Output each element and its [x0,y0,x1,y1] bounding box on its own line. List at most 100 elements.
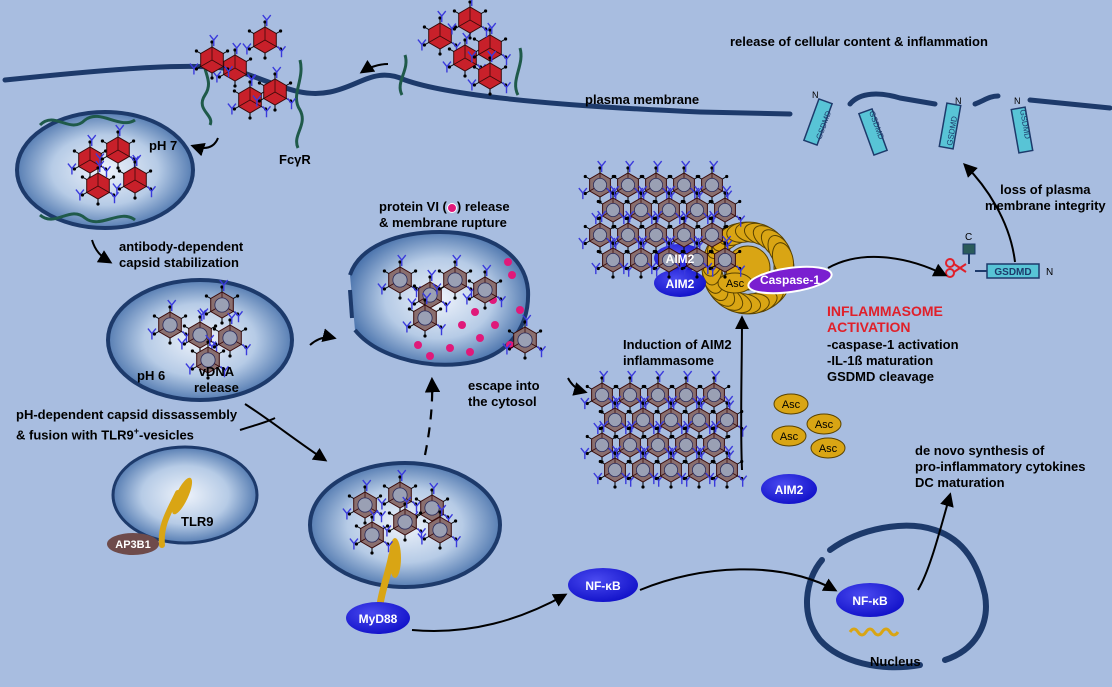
adenovirus-capsid [634,160,677,204]
adenovirus-capsid [349,509,394,555]
loss-line2: membrane integrity [985,198,1106,213]
label-inflammasome-activation: INFLAMMASOME ACTIVATION [827,303,943,335]
adenovirus-capsid [252,66,297,112]
adenovirus-capsid [690,210,733,254]
gsdmd-cleaved [962,243,1040,279]
inhibition-bar [239,417,276,431]
gsdmd-pore [1010,106,1034,154]
adenovirus-capsid [677,445,720,489]
fcgr-receptor [38,114,136,127]
adenovirus-capsid [649,395,692,439]
gsdmd-pore [938,102,962,150]
adenovirus-capsid [502,314,547,360]
ap3b1-protein [107,533,159,555]
adenovirus-capsid [705,395,748,439]
label-ph7: pH 7 [149,138,178,153]
label-denovo: de novo synthesis of pro-inflammatory cy… [915,443,1086,491]
adenovirus-capsid [580,420,623,464]
plasma-membrane-seg4 [1027,97,1112,111]
nfkb-cytosolic [568,568,638,602]
antibody-stab-line2: capsid stabilization [119,255,239,270]
aim2-protein [654,269,706,297]
adenovirus-capsid [677,395,720,439]
virus-cluster-ruptured [377,254,507,338]
adenovirus-capsid [447,0,492,40]
fcgr-receptor [514,47,523,96]
arrow-capsid-stabilization [91,239,113,264]
protein-vi-dot-icon [446,202,457,213]
adenovirus-capsid [593,445,636,489]
arrow-denovo [917,492,954,591]
arrow-internalization [190,137,219,157]
c-terminus-label: C [965,232,972,243]
tlr9-head [171,477,193,515]
arrow-fusion [244,403,328,462]
aim2-protein [761,474,817,504]
adenovirus-capsid [407,269,452,315]
myd88-label: MyD88 [359,612,398,626]
adenovirus-capsid [467,22,512,68]
virus-cluster-ph6 [147,279,252,380]
adenovirus-capsid [377,254,422,300]
n-terminus-label: N [812,90,819,100]
virus-cluster-ph7 [67,124,157,206]
adenovirus-capsid [690,160,733,204]
adenovirus-capsid [147,299,192,345]
adenovirus-capsid [578,160,621,204]
fcgr-receptor [398,54,408,96]
ph-disassembly-line2-end: -vesicles [138,427,194,443]
scissors-icon [945,258,967,278]
adenovirus-capsid [662,210,705,254]
antibody-stab-line1: antibody-dependent [119,239,244,254]
aim2-label: AIM2 [666,252,695,266]
asc-label: Asc [782,399,801,411]
ruptured-vesicle-edge [348,289,354,319]
adenovirus-capsid [619,235,662,279]
escape-line2: the cytosol [468,394,537,409]
label-escape: escape into the cytosol [468,378,540,410]
protein-vi-line1-b: ) release [456,199,510,214]
adenovirus-capsid [703,185,746,229]
adenovirus-capsid [409,482,454,528]
adenovirus-capsid [442,32,487,78]
n-terminus-label: N [1046,267,1053,278]
asc-label: Asc [819,443,838,455]
ph-disassembly-line2: & fusion with TLR9 [16,427,134,443]
adenovirus-capsid [580,370,623,414]
label-fcgr: FcγR [279,152,311,167]
ph-disassembly-sup: + [133,426,139,436]
nfkb-label: NF-κB [852,594,888,608]
label-ph-disassembly: pH-dependent capsid dissassembly & fusio… [16,407,237,443]
label-ph6: pH 6 [137,368,166,383]
gsdmd-pore [802,97,834,147]
adenovirus-capsid [185,334,230,380]
ph-disassembly-line1: pH-dependent capsid dissassembly [16,407,238,422]
protein-vi-line1-a: protein VI ( [379,199,447,214]
arrow-dashed-up [423,376,441,456]
adenovirus-capsid [207,312,252,358]
nfkb-nuclear [836,583,904,617]
virus-cluster-cytosol-lower [580,370,748,489]
nucleus-membrane [804,522,989,671]
n-terminus-label: N [1014,96,1021,106]
adenovirus-capsid [705,445,748,489]
act-line3: GSDMD cleavage [827,369,934,384]
label-protein-vi: protein VI () release & membrane rupture [379,199,510,231]
induction-line1: Induction of AIM2 [623,337,732,352]
adenovirus-capsid [417,504,462,550]
arrow-myd88-nfkb [411,593,568,632]
asc-label: Asc [815,419,834,431]
nfkb-label: NF-κB [585,579,621,593]
virus-cluster-extracellular [417,0,512,96]
adenovirus-capsid [112,154,157,200]
virus-escaping [502,314,547,360]
arrow-to-cytosol [567,377,588,396]
arrow-uptake [359,59,389,74]
label-tlr9: TLR9 [181,514,214,529]
adenovirus-capsid [177,309,222,355]
label-nucleus: Nucleus [870,654,921,669]
adenovirus-capsid [199,279,244,325]
label-plasma-membrane: plasma membrane [585,92,700,107]
